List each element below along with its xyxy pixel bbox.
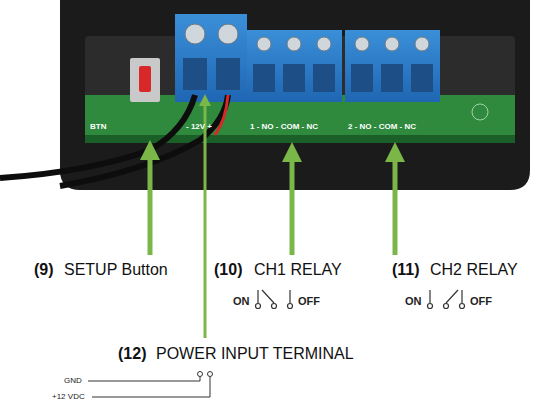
callout-text: CH2 RELAY [430, 262, 518, 278]
callout-text: SETUP Button [64, 262, 168, 278]
pin-name: GND [64, 377, 82, 385]
pcb-label: 1 - NO - COM - NC [250, 123, 318, 131]
pcb-mark [472, 104, 488, 120]
pin-name: +12 VDC [52, 393, 85, 401]
cable [60, 95, 228, 186]
state-label: OFF [470, 296, 492, 307]
callout-number: (11) [392, 262, 420, 278]
power-symbol [88, 372, 213, 398]
pcb-edge [85, 135, 515, 143]
black-wire [0, 95, 195, 178]
callout-text: POWER INPUT TERMINAL [156, 346, 354, 362]
callout-number: (10) [214, 262, 242, 278]
callout-number: (9) [34, 262, 54, 278]
pcb-label: BTN [90, 123, 106, 131]
state-label: ON [233, 296, 250, 307]
state-label: ON [405, 296, 422, 307]
red-wire [215, 95, 228, 135]
callout-text: CH1 RELAY [254, 262, 342, 278]
power-terminal [175, 14, 247, 102]
relay-symbol [428, 290, 465, 309]
leader-arrow [148, 150, 153, 255]
ch2-terminal [345, 30, 440, 102]
state-label: OFF [298, 296, 320, 307]
pcb-label: 2 - NO - COM - NC [348, 123, 416, 131]
housing [60, 0, 530, 190]
relay-symbol [256, 290, 293, 309]
leader-arrow [204, 100, 207, 338]
leader-arrow [290, 152, 295, 255]
callout-number: (12) [118, 346, 146, 362]
setup-button [139, 66, 151, 92]
button-base [130, 58, 160, 102]
pcb-label: - 12V + [186, 123, 212, 131]
ch1-terminal [247, 30, 342, 102]
leader-arrow [393, 152, 398, 255]
